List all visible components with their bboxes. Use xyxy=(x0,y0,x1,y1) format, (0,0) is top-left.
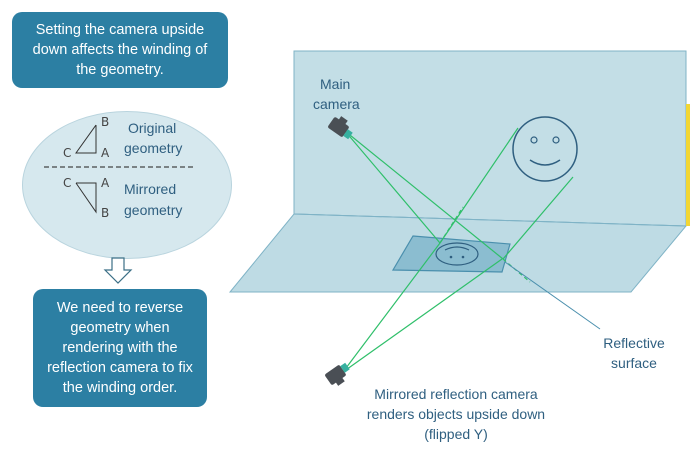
mirrored-triangle xyxy=(75,182,97,214)
smiley-face-icon xyxy=(512,116,578,182)
callout-top-text: Setting the camera upside down affects t… xyxy=(32,22,208,78)
vertex-c-original: C xyxy=(63,146,72,160)
original-label-2: geometry xyxy=(124,140,183,156)
callout-camera-upside-down: Setting the camera upside down affects t… xyxy=(12,12,228,88)
winding-illustration xyxy=(22,111,232,259)
mirror-camera-rays xyxy=(342,242,503,373)
down-arrow-icon xyxy=(103,257,133,284)
reflective-label-2: surface xyxy=(611,355,657,371)
vertex-a-mirrored: A xyxy=(101,176,110,190)
mirrored-label-1: Mirrored xyxy=(124,181,177,197)
vertex-c-mirrored: C xyxy=(63,176,72,190)
reflective-pointer xyxy=(504,261,601,330)
mirrored-camera-icon xyxy=(325,362,350,386)
highlight-bar xyxy=(686,104,690,226)
vertex-b-mirrored: B xyxy=(101,206,110,220)
original-label-1: Original xyxy=(128,120,177,136)
reflected-face xyxy=(435,242,479,266)
main-camera-label-2: camera xyxy=(313,96,360,112)
mirrored-label-2: geometry xyxy=(124,202,183,218)
back-wall xyxy=(293,50,687,227)
main-camera-label-1: Main xyxy=(320,76,351,92)
main-camera-rays xyxy=(344,127,574,260)
reflective-label-1: Reflective xyxy=(603,335,665,351)
vertex-a-original: A xyxy=(101,146,110,160)
camera-icon xyxy=(328,116,353,140)
original-triangle xyxy=(75,124,97,154)
callout-bottom-text: We need to reverse geometry when renderi… xyxy=(47,300,193,396)
mirror-caption-3: (flipped Y) xyxy=(424,426,488,442)
mirror-caption-2: renders objects upside down xyxy=(366,406,546,422)
reflective-surface xyxy=(391,235,511,273)
mirror-caption-1: Mirrored reflection camera xyxy=(374,386,538,402)
callout-reverse-geometry: We need to reverse geometry when renderi… xyxy=(33,289,207,407)
vertex-b-original: B xyxy=(101,115,110,129)
